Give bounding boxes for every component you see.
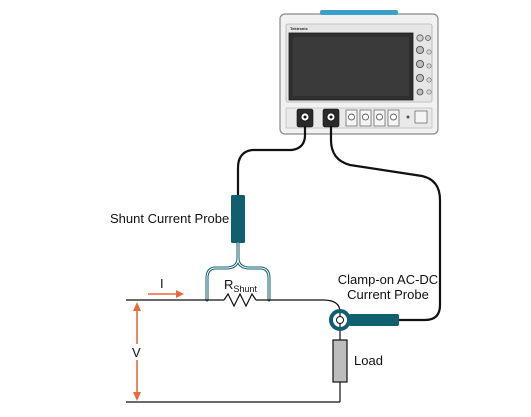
knob-icon — [415, 60, 424, 69]
oscilloscope: Tektronix — [279, 10, 439, 135]
load-icon — [332, 339, 348, 383]
oscilloscope-screen-inner — [293, 37, 409, 96]
current-arrow-head-icon — [176, 290, 184, 298]
knob-icon — [426, 49, 432, 55]
voltage-arrow — [129, 302, 145, 401]
bnc-connector-icon — [390, 113, 397, 121]
circuit — [126, 292, 348, 403]
clamp-conductor-icon — [336, 316, 344, 324]
oscilloscope-controls — [415, 34, 432, 96]
knob-icon — [426, 63, 432, 69]
knob-icon — [415, 74, 424, 83]
knob-icon — [426, 77, 432, 83]
bnc-pin-icon — [329, 115, 333, 119]
shunt-probe-cable — [236, 125, 307, 198]
clamp-jaw-icon — [329, 309, 351, 331]
bnc-connector-icon — [376, 113, 383, 121]
resistor-label: RShunt — [224, 277, 257, 294]
knob-icon — [416, 34, 424, 42]
knob-icon — [415, 46, 424, 55]
clamp-probe-label: Clamp-on AC-DC Current Probe — [328, 272, 448, 302]
shunt-resistor-icon — [223, 292, 257, 308]
bnc-connector-icon — [348, 113, 355, 121]
clamp-probe-label-line1: Clamp-on AC-DC — [337, 272, 439, 287]
current-label: I — [160, 276, 164, 291]
oscilloscope-brand: Tektronix — [290, 26, 308, 31]
load-label: Load — [354, 353, 383, 368]
other-channel-ports — [345, 109, 428, 127]
voltage-label-backdrop — [129, 344, 145, 360]
bnc-pin-icon — [303, 115, 307, 119]
shunt-probe-label: Shunt Current Probe — [110, 211, 230, 226]
clamp-probe-label-line2: Current Probe — [347, 287, 429, 302]
shunt-current-probe — [205, 195, 271, 302]
resistor-label-subscript: Shunt — [233, 284, 257, 294]
aux-port-icon — [414, 110, 428, 124]
clamp-on-current-probe — [329, 309, 399, 331]
shunt-probe-lead-right-highlight — [237, 242, 270, 301]
indicator-dot-icon — [406, 115, 410, 119]
shunt-probe-body — [231, 195, 245, 243]
clamp-probe-cable — [329, 125, 442, 322]
current-arrow — [148, 290, 184, 298]
knob-icon — [416, 88, 424, 96]
resistor-label-main: R — [224, 277, 234, 292]
bnc-connector-icon — [362, 113, 369, 121]
clamp-probe-body — [349, 314, 399, 326]
knob-icon — [426, 89, 432, 95]
knob-icon — [425, 35, 431, 41]
oscilloscope-top-accent — [320, 10, 398, 15]
voltage-arrow-down-head-icon — [133, 392, 141, 401]
shunt-probe-lead-left-highlight — [206, 242, 239, 301]
voltage-arrow-up-head-icon — [133, 302, 141, 311]
voltage-label: V — [132, 345, 141, 360]
